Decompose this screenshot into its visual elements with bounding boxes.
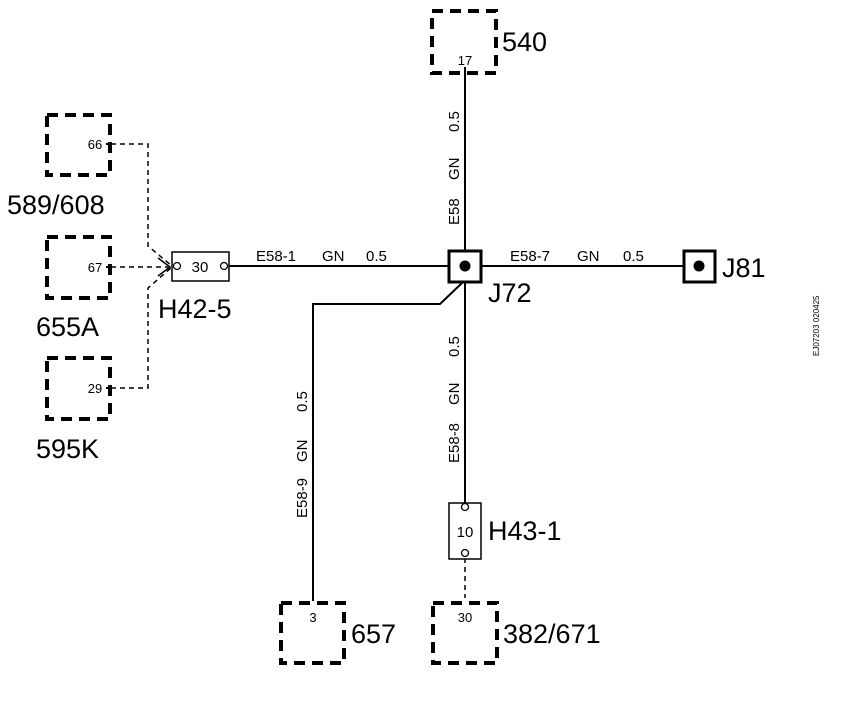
h43-1-top-pin-icon <box>460 502 470 512</box>
wire-e58-9 <box>312 282 463 601</box>
component-589-608-label: 589/608 <box>7 190 105 220</box>
svg-text:0.5: 0.5 <box>623 248 644 265</box>
j81-dot-icon <box>693 260 705 272</box>
svg-text:0.5: 0.5 <box>294 391 311 412</box>
connector-h42-5-label: H42-5 <box>158 294 232 324</box>
svg-text:GN: GN <box>577 248 600 265</box>
wire-e58-label: E58 GN 0.5 <box>446 111 463 225</box>
splice-j72-label: J72 <box>488 278 532 308</box>
component-657-box[interactable] <box>279 601 346 665</box>
drawing-reference-code: EJ07203 020425 <box>812 295 821 356</box>
h43-1-bottom-pin-icon <box>460 548 470 558</box>
svg-text:E58-7: E58-7 <box>510 248 550 265</box>
pin-382-671: 30 <box>458 610 472 625</box>
component-382-671-label: 382/671 <box>503 619 601 649</box>
h42-5-right-pin-icon <box>219 261 229 271</box>
pin-657: 3 <box>309 610 316 625</box>
h42-5-pin: 30 <box>192 259 209 276</box>
wire-e58-7-label: E58-7 GN 0.5 <box>510 248 644 265</box>
link-589-608 <box>111 143 173 267</box>
connector-h43-1[interactable]: 10 <box>448 502 482 560</box>
splice-j81-label: J81 <box>722 253 766 283</box>
wire-e58-9-label: E58-9 GN 0.5 <box>294 391 311 518</box>
pin-540: 17 <box>458 53 472 68</box>
splice-j72[interactable] <box>447 249 483 284</box>
wires <box>229 74 683 601</box>
component-382-671-box[interactable] <box>431 601 499 665</box>
connector-h43-1-label: H43-1 <box>488 516 562 546</box>
component-657-label: 657 <box>351 619 396 649</box>
component-540-box[interactable] <box>430 9 498 75</box>
pin-655a: 67 <box>88 260 102 275</box>
wire-e58-8-label: E58-8 GN 0.5 <box>446 336 463 463</box>
h43-1-pin: 10 <box>457 524 474 541</box>
pin-589-608: 66 <box>88 137 102 152</box>
svg-text:0.5: 0.5 <box>366 248 387 265</box>
arrow-head-icon <box>157 257 172 277</box>
svg-text:E58-9: E58-9 <box>294 478 311 518</box>
component-540-label: 540 <box>502 27 547 57</box>
svg-text:0.5: 0.5 <box>446 336 463 357</box>
svg-text:GN: GN <box>446 158 463 181</box>
svg-text:GN: GN <box>294 440 311 463</box>
h42-5-left-pin-icon <box>172 261 182 271</box>
svg-text:E58: E58 <box>446 198 463 225</box>
component-595k-label: 595K <box>36 434 99 464</box>
component-655a-label: 655A <box>36 312 99 342</box>
component-boxes <box>45 9 499 665</box>
j72-dot-icon <box>459 260 471 272</box>
wire-e58-1-label: E58-1 GN 0.5 <box>256 248 387 265</box>
pin-595k: 29 <box>88 381 102 396</box>
svg-text:GN: GN <box>322 248 345 265</box>
svg-text:E58-8: E58-8 <box>446 423 463 463</box>
dashed-links <box>111 143 466 598</box>
svg-text:0.5: 0.5 <box>446 111 463 132</box>
link-595k <box>111 266 173 389</box>
svg-text:GN: GN <box>446 383 463 406</box>
connector-h42-5[interactable]: 30 <box>171 251 230 282</box>
splice-j81[interactable] <box>682 249 717 284</box>
svg-text:E58-1: E58-1 <box>256 248 296 265</box>
